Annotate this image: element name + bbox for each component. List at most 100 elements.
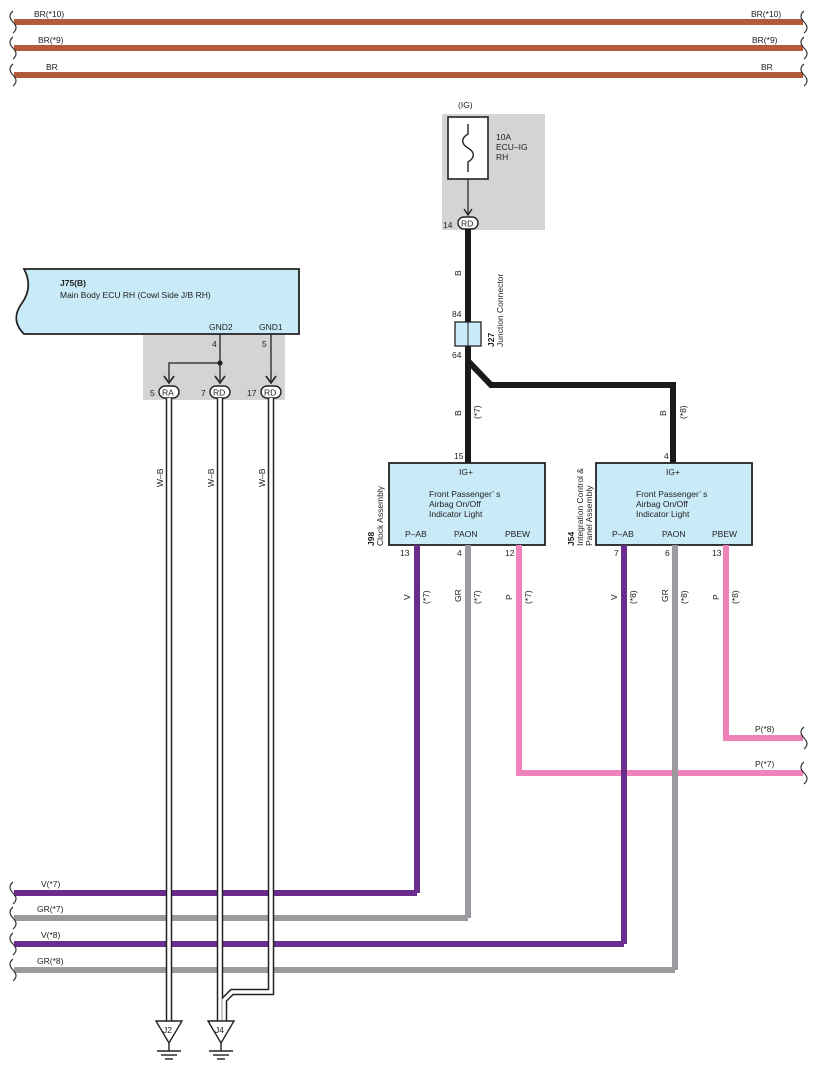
ecu-gnd1-pin: 5 — [262, 339, 267, 349]
bus-br10-right-label: BR(*10) — [751, 9, 781, 19]
panel-line3: Indicator Light — [636, 509, 690, 519]
fuse-icon — [462, 124, 474, 172]
fuse-pin-number: 14 — [443, 220, 453, 230]
panel-code: J54 — [566, 532, 576, 546]
bus-v8-label: V(*8) — [41, 930, 61, 940]
panel-w2-note: (*8) — [679, 590, 689, 604]
panel-assembly-box — [595, 462, 753, 546]
bus-p8-label: P(*8) — [755, 724, 775, 734]
clock-t1-label: P–AB — [405, 529, 427, 539]
junction-pin-top: 84 — [452, 309, 462, 319]
bus-br-left-label: BR — [46, 62, 58, 72]
panel-w1-label: V — [609, 594, 619, 600]
ecu-code: J75(B) — [60, 278, 86, 288]
fuse-supply-label: (IG) — [458, 100, 473, 110]
ecu-conn-b-tag: RD — [213, 388, 225, 398]
bus-br9-left-label: BR(*9) — [38, 35, 64, 45]
clock-w3-label: P — [504, 594, 514, 600]
clock-w2-label: GR — [453, 589, 463, 602]
clock-w3-note: (*7) — [523, 590, 533, 604]
junction-pin-bottom: 64 — [452, 350, 462, 360]
bus-br9-right-label: BR(*9) — [752, 35, 778, 45]
wire-wb1-label: W–B — [155, 468, 165, 487]
fuse-name-line1: ECU–IG — [496, 142, 528, 152]
wire-b-main-note: (*7) — [472, 405, 482, 419]
wire-b-fuse-label: B — [453, 270, 463, 276]
wire-wb2-label: W–B — [206, 468, 216, 487]
clock-t2-label: PAON — [454, 529, 477, 539]
clock-top-pin: 15 — [454, 451, 464, 461]
ecu-name: Main Body ECU RH (Cowl Side J/B RH) — [60, 290, 211, 300]
panel-name-line2: Panel Assembly — [584, 485, 594, 546]
fuse-name-line2: RH — [496, 152, 508, 162]
bottom-bus-brackets — [9, 881, 17, 982]
ecu-conn-c-pin: 17 — [247, 388, 257, 398]
clock-code: J98 — [366, 532, 376, 546]
panel-w2-label: GR — [660, 589, 670, 602]
bus-br-right-label: BR — [761, 62, 773, 72]
ground-j2-label: J2 — [163, 1025, 172, 1035]
panel-output-wires — [621, 545, 803, 970]
ground-j4-icon — [206, 1020, 236, 1060]
clock-t3-label: PBEW — [505, 529, 530, 539]
clock-output-wires — [414, 545, 803, 918]
clock-t1-pin: 13 — [400, 548, 410, 558]
clock-line2: Airbag On/Off — [429, 499, 481, 509]
panel-t1-label: P–AB — [612, 529, 634, 539]
bus-br10-left-label: BR(*10) — [34, 9, 64, 19]
panel-top-pin: 4 — [664, 451, 669, 461]
panel-w3-label: P — [711, 594, 721, 600]
clock-name: Clock Assembly — [375, 485, 385, 546]
panel-name-line1: Integration Control & — [575, 468, 585, 546]
panel-line1: Front Passenger’ s — [636, 489, 707, 499]
top-bus-group — [14, 19, 803, 78]
junction-code: J27 — [486, 333, 496, 347]
ecu-conn-a-pin: 5 — [150, 388, 155, 398]
clock-line3: Indicator Light — [429, 509, 483, 519]
bus-gr8-label: GR(*8) — [37, 956, 64, 966]
panel-line2: Airbag On/Off — [636, 499, 688, 509]
ecu-gnd2-pin: 4 — [212, 339, 217, 349]
bus-end-brackets — [9, 10, 808, 87]
junction-name: Junction Connector — [495, 274, 505, 347]
panel-t3-pin: 13 — [712, 548, 722, 558]
ground-j2-icon — [154, 1020, 184, 1060]
black-b-wires — [465, 229, 676, 463]
panel-t1-pin: 7 — [614, 548, 619, 558]
bus-gr7-label: GR(*7) — [37, 904, 64, 914]
ecu-conn-a-tag: RA — [162, 388, 174, 398]
panel-w1-note: (*8) — [628, 590, 638, 604]
fuse-pin-tag: RD — [461, 219, 473, 229]
panel-t2-pin: 6 — [665, 548, 670, 558]
bus-v7-label: V(*7) — [41, 879, 61, 889]
ground-j4-label: J4 — [215, 1025, 224, 1035]
clock-line1: Front Passenger’ s — [429, 489, 500, 499]
ecu-internal-leads — [168, 334, 272, 381]
bottom-bus-group — [14, 890, 675, 973]
ecu-box — [15, 268, 300, 335]
ecu-gnd2-label: GND2 — [209, 322, 233, 332]
panel-top-terminal: IG+ — [666, 467, 680, 477]
ecu-arrow-icons — [163, 375, 277, 385]
ecu-gnd1-label: GND1 — [259, 322, 283, 332]
panel-t2-label: PAON — [662, 529, 685, 539]
wire-b-main-label: B — [453, 410, 463, 416]
wire-b-right-label: B — [658, 410, 668, 416]
clock-t2-pin: 4 — [457, 548, 462, 558]
right-bus-brackets — [800, 726, 808, 785]
ecu-conn-b-pin: 7 — [201, 388, 206, 398]
clock-w2-note: (*7) — [472, 590, 482, 604]
wire-wb3-label: W–B — [257, 468, 267, 487]
panel-w3-note: (*8) — [730, 590, 740, 604]
wb-ground-wires — [165, 398, 275, 1021]
ecu-conn-c-tag: RD — [264, 388, 276, 398]
clock-w1-label: V — [402, 594, 412, 600]
clock-w1-note: (*7) — [421, 590, 431, 604]
ecu-splice-dot — [217, 360, 223, 366]
fuse-arrow-icon — [463, 208, 473, 217]
wire-b-right-note: (*8) — [678, 405, 688, 419]
clock-top-terminal: IG+ — [459, 467, 473, 477]
clock-assembly-box — [388, 462, 546, 546]
fuse-rating: 10A — [496, 132, 511, 142]
